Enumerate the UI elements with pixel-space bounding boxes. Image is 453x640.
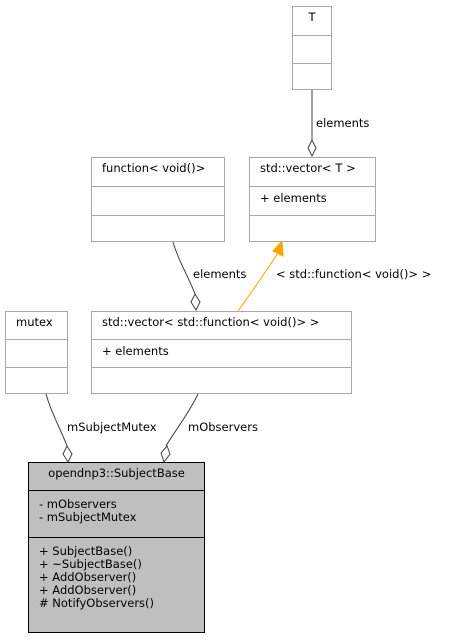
- edge-vector-to-subject: [165, 393, 199, 447]
- edge-label-subject-mutex: mSubjectMutex: [67, 420, 157, 434]
- attributes-section: - mObservers - mSubjectMutex: [29, 490, 204, 537]
- class-title-section: std::vector< T >: [250, 158, 375, 186]
- class-box-t[interactable]: T: [292, 6, 332, 90]
- edge-label-observers: mObservers: [188, 420, 258, 434]
- class-title: mutex: [16, 315, 53, 329]
- attribute-line: + elements: [260, 191, 327, 205]
- edge-label-function-elements: elements: [193, 267, 247, 281]
- attributes-section: + elements: [92, 339, 351, 367]
- edge-label-t-elements: elements: [316, 116, 370, 130]
- attribute-line: + elements: [102, 344, 169, 358]
- class-box-std-vector-function[interactable]: std::vector< std::function< void()> > + …: [91, 311, 352, 394]
- class-title: T: [308, 10, 316, 24]
- class-title: std::vector< T >: [260, 161, 356, 175]
- edge-mutex-to-subject: [45, 393, 68, 447]
- methods-section: [92, 215, 224, 242]
- class-title-section: T: [293, 7, 331, 35]
- class-title: function< void()>: [102, 161, 206, 175]
- class-title: opendnp3::SubjectBase: [48, 466, 185, 480]
- aggregation-diamond-vector-t: [307, 138, 317, 158]
- attribute-line: - mSubjectMutex: [39, 510, 137, 524]
- class-title-section: std::vector< std::function< void()> >: [92, 312, 351, 339]
- attributes-section: + elements: [250, 186, 375, 215]
- methods-section: [250, 215, 375, 242]
- class-title-section: function< void()>: [92, 158, 224, 186]
- aggregation-diamond-subject-observers: [160, 445, 171, 464]
- class-box-mutex[interactable]: mutex: [5, 311, 68, 394]
- class-box-function-void[interactable]: function< void()>: [91, 157, 225, 242]
- template-arrowhead: [272, 239, 284, 257]
- methods-section: [293, 63, 331, 90]
- attributes-section: [6, 339, 67, 367]
- class-box-subject-base[interactable]: opendnp3::SubjectBase - mObservers - mSu…: [28, 462, 205, 633]
- edge-label-template-args: < std::function< void()> >: [276, 267, 432, 281]
- attributes-section: [293, 35, 331, 63]
- class-box-std-vector-t[interactable]: std::vector< T > + elements: [249, 157, 376, 242]
- methods-section: [92, 367, 351, 394]
- attributes-section: [92, 186, 224, 215]
- methods-section: + SubjectBase() + ~SubjectBase() + AddOb…: [29, 537, 204, 633]
- class-title-section: mutex: [6, 312, 67, 339]
- methods-section: [6, 367, 67, 394]
- method-line: + AddObserver(): [39, 570, 137, 584]
- aggregation-diamond-vector-function: [190, 292, 201, 312]
- class-title: std::vector< std::function< void()> >: [102, 315, 320, 329]
- method-line: + SubjectBase(): [39, 544, 133, 558]
- edge-function-to-vector: [172, 241, 196, 295]
- method-line: # NotifyObservers(): [39, 596, 155, 610]
- aggregation-diamond-subject-mutex: [62, 444, 73, 464]
- edge-template-instantiation: [237, 252, 279, 312]
- attribute-line: - mObservers: [39, 497, 117, 511]
- class-title-section: opendnp3::SubjectBase: [29, 463, 204, 490]
- method-line: + AddObserver(): [39, 583, 137, 597]
- method-line: + ~SubjectBase(): [39, 557, 142, 571]
